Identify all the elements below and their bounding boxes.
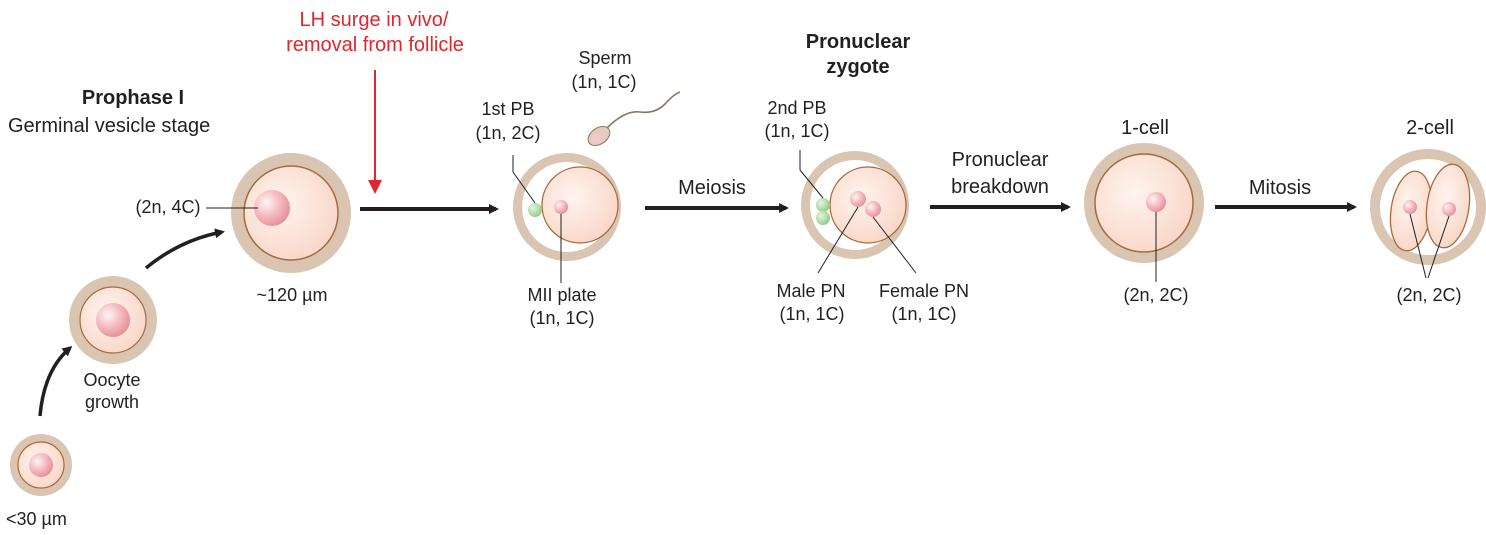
cytoplasm bbox=[1095, 154, 1193, 252]
prophase-title: Prophase I bbox=[58, 86, 208, 110]
nucleus bbox=[96, 303, 130, 337]
sperm bbox=[585, 92, 680, 149]
one-cell-embryo bbox=[1084, 143, 1204, 282]
second-pb-label-1: 2nd PB bbox=[757, 98, 837, 119]
prophase-subtitle: Germinal vesicle stage bbox=[8, 114, 210, 138]
size-120-label: ~120 µm bbox=[252, 285, 332, 306]
lh-surge-label-2: removal from follicle bbox=[262, 33, 488, 57]
first-pb-label-1: 1st PB bbox=[468, 99, 548, 120]
first-polar-body bbox=[528, 203, 542, 217]
polar-body-1 bbox=[816, 198, 830, 212]
female-pronucleus bbox=[865, 201, 881, 217]
pronuclear-zygote-label-1: Pronuclear bbox=[788, 30, 928, 54]
two-cell-embryo bbox=[1370, 149, 1486, 278]
mii-plate bbox=[554, 200, 568, 214]
oocyte-growing bbox=[69, 276, 157, 364]
growth-arrow-1 bbox=[40, 348, 70, 416]
oocyte-small bbox=[10, 434, 72, 496]
female-pn-label-2: (1n, 1C) bbox=[880, 304, 968, 325]
polar-body-2 bbox=[816, 211, 830, 225]
nucleus bbox=[1146, 192, 1166, 212]
pronuclear-zygote-label-2: zygote bbox=[808, 55, 908, 79]
male-pn-label-2: (1n, 1C) bbox=[768, 304, 856, 325]
oocyte-growth-label-1: Oocyte bbox=[72, 370, 152, 391]
size-30-label: <30 µm bbox=[6, 509, 67, 530]
sperm-label-2: (1n, 1C) bbox=[562, 72, 646, 93]
two-cell-label: 2-cell bbox=[1390, 116, 1470, 140]
nucleus-right bbox=[1442, 202, 1456, 216]
sperm-tail bbox=[607, 92, 680, 128]
meiosis-label: Meiosis bbox=[662, 176, 762, 200]
mii-plate-label-2: (1n, 1C) bbox=[518, 308, 606, 329]
mitosis-label: Mitosis bbox=[1230, 176, 1330, 200]
oocyte-growth-label-2: growth bbox=[72, 392, 152, 413]
germinal-vesicle bbox=[254, 190, 290, 226]
two-cell-ploidy-label: (2n, 2C) bbox=[1385, 285, 1473, 306]
one-cell-label: 1-cell bbox=[1105, 116, 1185, 140]
second-pb-label-2: (1n, 1C) bbox=[755, 121, 839, 142]
pronuclear-breakdown-label-1: Pronuclear bbox=[932, 148, 1068, 172]
oocyte-mii bbox=[513, 153, 621, 283]
gv-ploidy-label: (2n, 4C) bbox=[130, 197, 206, 218]
mii-plate-label-1: MII plate bbox=[512, 285, 612, 306]
male-pronucleus bbox=[850, 191, 866, 207]
nucleus bbox=[29, 453, 53, 477]
pronuclear-zygote bbox=[800, 150, 916, 273]
oocyte-gv-stage bbox=[206, 153, 351, 273]
lh-surge-label-1: LH surge in vivo/ bbox=[286, 8, 462, 32]
first-pb-label-2: (1n, 2C) bbox=[466, 123, 550, 144]
growth-arrow-2 bbox=[146, 232, 222, 268]
female-pn-label-1: Female PN bbox=[868, 281, 980, 302]
pronuclear-breakdown-label-2: breakdown bbox=[932, 175, 1068, 199]
nucleus-left bbox=[1403, 200, 1417, 214]
male-pn-label-1: Male PN bbox=[764, 281, 858, 302]
one-cell-ploidy-label: (2n, 2C) bbox=[1112, 285, 1200, 306]
cytoplasm bbox=[542, 167, 618, 243]
sperm-label-1: Sperm bbox=[565, 48, 645, 69]
